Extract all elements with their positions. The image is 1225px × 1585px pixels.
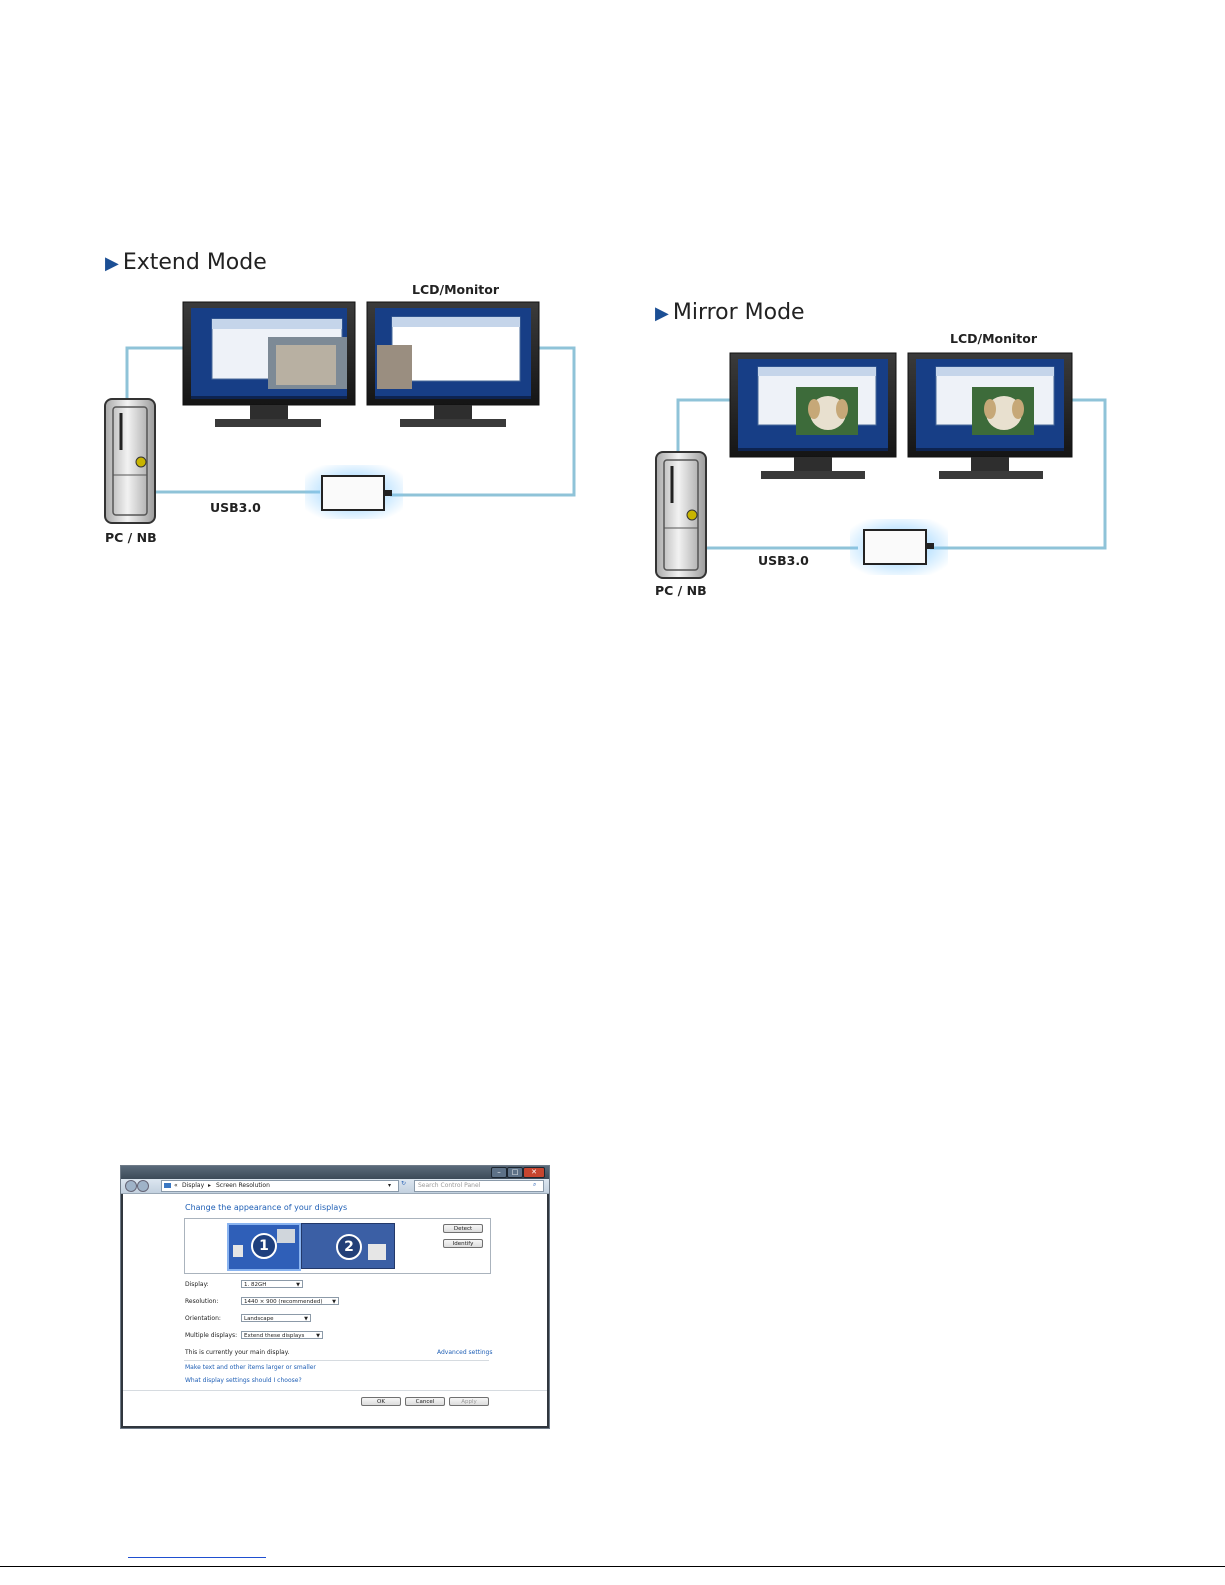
title-bar: – □ ✕ (121, 1166, 549, 1179)
triangle-bullet-icon: ▶ (105, 253, 119, 274)
maximize-button[interactable]: □ (507, 1167, 523, 1178)
detect-button[interactable]: Detect (443, 1224, 483, 1233)
forward-icon[interactable] (137, 1180, 149, 1192)
extend-mode-diagram (104, 301, 576, 524)
screen-resolution-dialog: – □ ✕ « Display ▸ Screen Resolution ▾ ↻ … (120, 1165, 550, 1429)
display-settings-help-link[interactable]: What display settings should I choose? (185, 1377, 302, 1384)
monitor-2-number: 2 (336, 1234, 362, 1260)
monitor-2-tile[interactable]: 2 (301, 1223, 395, 1269)
apply-button[interactable]: Apply (449, 1397, 489, 1406)
main-display-text: This is currently your main display. (185, 1349, 290, 1356)
search-icon[interactable]: ⌕ (533, 1181, 537, 1188)
extend-monitor-label: LCD/Monitor (412, 282, 500, 297)
mirror-cable-label: USB3.0 (758, 553, 809, 568)
resolution-label: Resolution: (185, 1298, 219, 1305)
mirror-mode-title: ▶Mirror Mode (655, 300, 805, 325)
display-select[interactable]: 1. 82GH▼ (241, 1280, 303, 1288)
mirror-pc-label: PC / NB (655, 583, 707, 598)
breadcrumb: « Display ▸ Screen Resolution ▾ (161, 1180, 399, 1192)
chevron-down-icon: ▼ (316, 1333, 320, 1339)
back-icon[interactable] (125, 1180, 137, 1192)
identify-button[interactable]: Identify (443, 1239, 483, 1248)
mirror-monitor-label: LCD/Monitor (950, 331, 1038, 346)
extend-cable-label: USB3.0 (210, 500, 261, 515)
close-button[interactable]: ✕ (523, 1167, 545, 1178)
display-label: Display: (185, 1281, 209, 1288)
chevron-down-icon: ▼ (332, 1299, 336, 1305)
chevron-down-icon[interactable]: ▾ (388, 1182, 392, 1189)
cable-lines (676, 398, 1107, 550)
extend-monitor-right (366, 301, 540, 427)
chevron-down-icon: ▼ (304, 1316, 308, 1322)
text-size-link[interactable]: Make text and other items larger or smal… (185, 1364, 316, 1371)
search-input[interactable]: Search Control Panel ⌕ (414, 1180, 544, 1192)
refresh-icon[interactable]: ↻ (401, 1180, 407, 1187)
mirror-monitor-left (729, 352, 897, 479)
multiple-displays-select[interactable]: Extend these displays▼ (241, 1331, 323, 1339)
footer-divider (123, 1390, 547, 1391)
advanced-settings-link[interactable]: Advanced settings (437, 1349, 493, 1356)
mirror-monitor-right (907, 352, 1073, 479)
cancel-button[interactable]: Cancel (405, 1397, 445, 1406)
pc-tower-icon (104, 398, 156, 524)
breadcrumb-display[interactable]: Display (182, 1182, 205, 1189)
page-title: Change the appearance of your displays (185, 1203, 348, 1212)
monitor-1-number: 1 (251, 1233, 277, 1259)
multiple-displays-label: Multiple displays: (185, 1332, 238, 1339)
footer-link-underline (128, 1557, 266, 1558)
extend-mode-title: ▶Extend Mode (105, 250, 267, 275)
ok-button[interactable]: OK (361, 1397, 401, 1406)
monitor-thumbnail-icon (277, 1229, 295, 1243)
control-panel-icon (164, 1183, 171, 1188)
extend-monitor-left (182, 301, 356, 427)
display-arrangement-panel: 1 2 Detect Identify (184, 1218, 491, 1274)
resolution-select[interactable]: 1440 × 900 (recommended)▼ (241, 1297, 339, 1305)
pc-tower-icon (655, 451, 707, 579)
monitor-1-tile[interactable]: 1 (227, 1223, 301, 1271)
mirror-mode-diagram (655, 352, 1107, 579)
usb-adapter-icon (305, 465, 403, 519)
chevron-down-icon: ▼ (296, 1282, 300, 1288)
usb-adapter-icon (850, 519, 948, 575)
footer-rule (0, 1566, 1225, 1567)
orientation-select[interactable]: Landscape▼ (241, 1314, 311, 1322)
keypad-thumbnail-icon (368, 1244, 386, 1260)
extend-pc-label: PC / NB (105, 530, 157, 545)
breadcrumb-screen-resolution[interactable]: Screen Resolution (216, 1182, 270, 1189)
monitor-thumbnail-icon (233, 1245, 243, 1257)
cable-lines (125, 346, 576, 497)
minimize-button[interactable]: – (491, 1167, 507, 1178)
triangle-bullet-icon: ▶ (655, 303, 669, 324)
divider (184, 1360, 489, 1361)
address-bar: « Display ▸ Screen Resolution ▾ ↻ Search… (121, 1179, 549, 1194)
orientation-label: Orientation: (185, 1315, 221, 1322)
